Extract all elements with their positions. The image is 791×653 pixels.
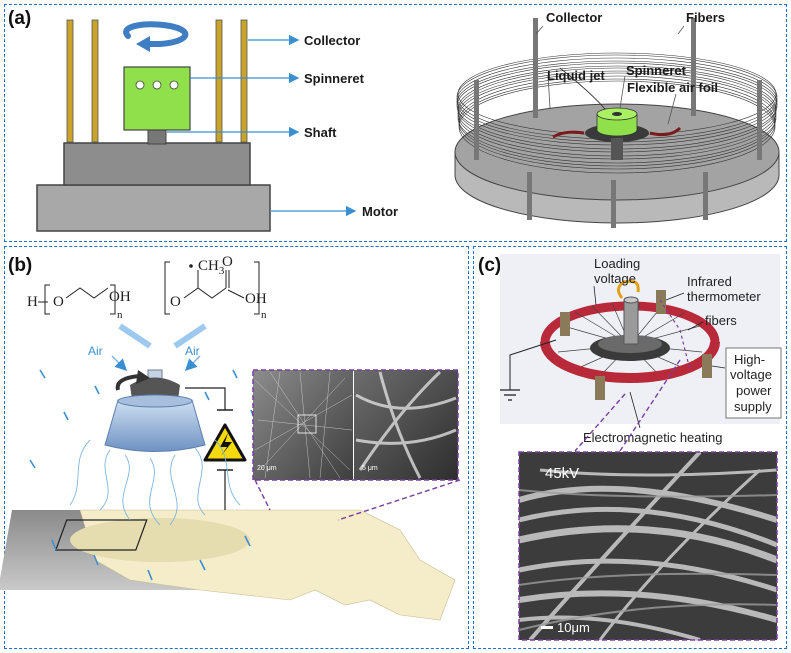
label-scale-c: 10μm (557, 620, 590, 635)
panel-b-label: (b) (8, 255, 33, 276)
airfoil-left (552, 130, 585, 139)
label-kv: 45kV (545, 465, 579, 482)
spinneret-column (623, 299, 639, 345)
chem-structure-peg: H O n OH (27, 284, 131, 321)
label-spinneret: Spinneret (304, 71, 365, 86)
collector-posts (474, 18, 762, 228)
ground-wire (509, 339, 557, 390)
wire (185, 387, 226, 410)
selected-area (54, 519, 148, 551)
chem2-oh: OH (245, 291, 267, 307)
hv-box (725, 347, 782, 419)
collector-rod-2 (91, 19, 99, 143)
label-shaft: Shaft (304, 125, 337, 140)
sem-inset-2 (354, 370, 458, 480)
air-label-left: Air (88, 344, 103, 358)
label-air-foil: Flexible air foil (627, 80, 718, 95)
flying-fibers (69, 439, 241, 526)
chem1-o: O (53, 294, 64, 310)
spinneret-hole-3 (169, 80, 179, 90)
label-hv-2: voltage (730, 367, 772, 382)
label-collector: Collector (304, 33, 360, 48)
right-shaft (611, 138, 623, 160)
chem1-n: n (117, 309, 123, 321)
label-fibers-c: fibers (705, 313, 737, 328)
rotation-arrow-b (115, 374, 141, 391)
panel-c (473, 246, 787, 649)
thermometer-beam (659, 299, 691, 371)
spinneret-box (123, 66, 191, 131)
label-loading-1: Loading (594, 256, 640, 271)
fiber-dashes (29, 369, 260, 581)
panel-c-label: (c) (478, 255, 502, 276)
panel-a-right-3d-collector: Collector Fibers Liquid jet Spinneret Fl… (454, 10, 780, 228)
sem-fibers-c (518, 450, 779, 642)
sem-scale-1: 20 μm (257, 465, 277, 472)
high-voltage-warning-icon (203, 423, 247, 462)
label-motor: Motor (362, 204, 398, 219)
shaft-block (147, 129, 167, 145)
fiber-rings (456, 52, 778, 174)
panel-b-content: H O n OH O CH3 O n OH Air (0, 254, 461, 621)
holder-1 (560, 312, 570, 336)
label-liquid-jet: Liquid jet (547, 68, 605, 83)
collector-rod-4 (240, 19, 248, 143)
panel-a-left-schematic: Collector Spinneret Shaft Motor (36, 19, 398, 232)
label-hv-3: power (736, 383, 772, 398)
collector-rod-3 (215, 19, 223, 143)
panel-a (4, 4, 787, 242)
motor-block (36, 184, 271, 232)
spinneret-hole-2 (152, 80, 162, 90)
feeder-coil (617, 279, 640, 299)
chem-structure-phb: O CH3 O n OH (164, 254, 267, 321)
label-loading-2: voltage (594, 271, 636, 286)
bell (104, 399, 206, 452)
chem1-oh: OH (109, 289, 131, 305)
holder-3 (595, 376, 605, 400)
base-block (63, 142, 251, 186)
chem2-o-dbl: O (222, 254, 233, 270)
label-right-collector: Collector (546, 10, 602, 25)
ground-icon (500, 389, 520, 401)
spinneret-hole-1 (135, 80, 145, 90)
label-infrared-1: Infrared (687, 274, 732, 289)
scale-bar-c (541, 626, 553, 629)
panel-b (4, 246, 469, 649)
label-infrared-2: thermometer (687, 289, 761, 304)
chem2-o: O (170, 294, 181, 310)
chem2-ch3: CH3 (198, 258, 225, 277)
panel-c-content: Loading voltage Infrared thermometer fib… (500, 254, 782, 642)
bell-top-dark (130, 377, 180, 400)
airfoil-right (649, 126, 682, 137)
collector-rod-1 (66, 19, 74, 143)
label-em-heating: Electromagnetic heating (583, 430, 722, 445)
label-fibers: Fibers (686, 10, 725, 25)
rotation-arrow-icon (123, 21, 189, 52)
label-hv-4: supply (734, 399, 772, 414)
panel-a-label: (a) (8, 8, 32, 29)
label-hv-1: High- (734, 352, 765, 367)
fiber-spot (70, 518, 250, 562)
label-right-spinneret: Spinneret (626, 63, 687, 78)
sem-scale-2: 5 μm (362, 465, 378, 472)
chem1-h: H (27, 294, 38, 310)
air-label-right: Air (185, 344, 200, 358)
chem2-n: n (261, 309, 267, 321)
holder-4 (702, 354, 712, 378)
